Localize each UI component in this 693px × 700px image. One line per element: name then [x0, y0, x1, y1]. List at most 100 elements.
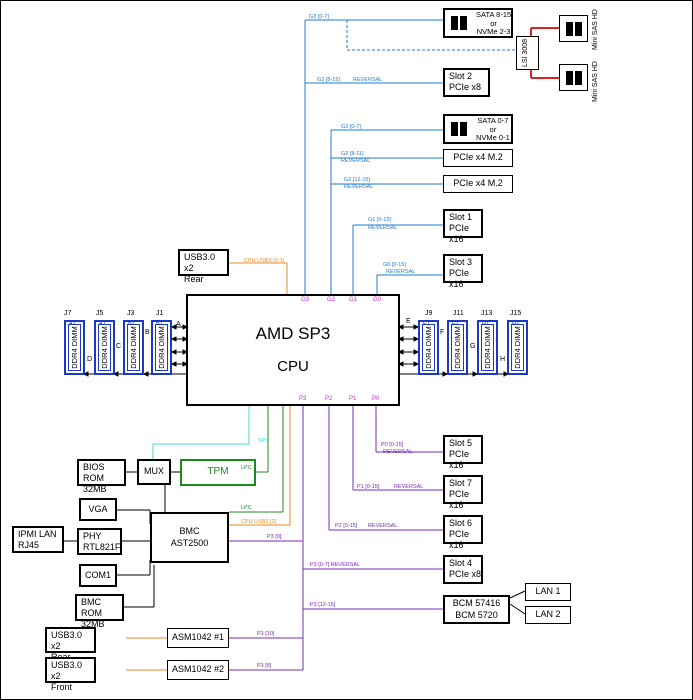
- slot-5-line2: PCIe x16: [449, 448, 470, 470]
- cpu-port-g2: G2: [327, 297, 336, 303]
- ipmi-lan-block: IPMI LAN RJ45: [12, 526, 64, 553]
- bus-g1-reversal: REVERSAL: [368, 225, 398, 231]
- cpu-port-p3: P3: [299, 396, 307, 402]
- bus-p3-10: P3 [10]: [257, 631, 275, 637]
- ipmi-line2: RJ45: [18, 539, 40, 550]
- bus-g2-12-15: G2 [12-15]: [344, 177, 370, 183]
- slot-7-block: Slot 7 PCIe x16: [443, 475, 483, 510]
- dimm-slot-label: H1: [482, 321, 490, 327]
- usb-rear-line1: USB3.0 x2: [51, 630, 83, 651]
- bmc-rom-line2: 32MB: [81, 618, 105, 629]
- com1-label: COM1: [84, 569, 111, 580]
- asm1042-1-block: ASM1042 #1: [167, 628, 229, 648]
- dimm-j3-label: J3: [127, 310, 135, 317]
- bus-p2: P2 [0-15]: [335, 523, 358, 529]
- sata-top-line3: NVMe 2-3: [476, 27, 511, 37]
- channel-g-label: G: [470, 343, 476, 350]
- bus-g2-8-11: G2 [8-11]: [341, 151, 364, 157]
- lan-1-label: LAN 1: [535, 586, 561, 597]
- bus-g1: G1 [0-15]: [368, 217, 391, 223]
- sata-mid-line3: NVMe 0-1: [476, 133, 510, 143]
- bus-spi: SPI: [258, 438, 267, 444]
- bus-p3-0-7: P3 [0-7] REVERSAL: [310, 562, 361, 568]
- dimm-text: DDR4 DIMM: [483, 326, 492, 369]
- bcm-line1: BCM 57416: [452, 598, 501, 609]
- slot-6-block: Slot 6 PCIe x16: [443, 515, 483, 550]
- bus-lpc-tpm: LPC: [241, 465, 252, 471]
- sata-8-15-block: SATA 8-15 or NVMe 2-3: [443, 8, 513, 38]
- sata-mid-line2: or: [489, 124, 497, 134]
- bmc-line1: BMC: [179, 526, 200, 537]
- cpu-port-p0: P0: [372, 396, 380, 402]
- usb-front-block: USB3.0 x2 Front: [45, 657, 96, 692]
- ipmi-line1: IPMI LAN: [18, 529, 57, 539]
- slot-1-line2: PCIe x16: [449, 222, 470, 244]
- dimm-j1-label: J1: [156, 310, 164, 317]
- sata-top-line2: or: [490, 18, 497, 28]
- sata-connector-icon: [451, 16, 458, 30]
- asm1042-2-block: ASM1042 #2: [167, 660, 229, 680]
- slot-7-line1: Slot 7: [449, 478, 473, 488]
- asm2-label: ASM1042 #2: [171, 664, 225, 675]
- slot-5-line1: Slot 5: [449, 438, 473, 448]
- dimm-slot-label: B2: [128, 321, 135, 327]
- channel-b-label: B: [145, 329, 150, 336]
- phy-line1: PHY: [83, 531, 102, 541]
- dimm-slot-label: H2: [512, 321, 520, 327]
- bios-line1: BIOS ROM: [83, 462, 105, 483]
- cpu-subtitle: CPU: [277, 358, 309, 376]
- bus-p3-9: P3 [9]: [267, 534, 282, 540]
- bmc-rom-line1: BMC ROM: [81, 597, 102, 618]
- cpu-port-p2: P2: [325, 396, 333, 402]
- sas-connector-icon: [575, 22, 582, 36]
- slot-3-block: Slot 3 PCIe x16: [443, 254, 483, 289]
- dimm-j7-label: J7: [64, 310, 72, 317]
- sas-connector-icon: [566, 22, 573, 36]
- dimm-text: DDR4 DIMM: [129, 326, 138, 369]
- bus-g3-reversal: REVERSAL: [353, 77, 383, 83]
- slot-2-line2: PCIe x8: [449, 81, 482, 92]
- vga-label: VGA: [88, 503, 108, 514]
- bus-p1: P1 [0-15]: [357, 484, 380, 490]
- sata-connector-icon: [460, 122, 467, 136]
- dimm-j5-label: J5: [96, 310, 104, 317]
- dimm-slot-label: A1: [99, 321, 106, 327]
- mini-sas-2-label: Mini SAS HD: [592, 61, 599, 102]
- lsi-label: LSI 3008: [522, 38, 529, 67]
- channel-h-label: H: [500, 356, 506, 363]
- channel-a-label: A: [176, 321, 181, 328]
- phy-line2: RTL821F: [83, 541, 121, 552]
- usb-rear-top-block: USB3.0 x2 Rear: [178, 249, 229, 284]
- cpu-port-g3: G3: [301, 297, 310, 303]
- bus-g0-reversal: REVERSAL: [386, 269, 416, 275]
- sata-connector-icon: [460, 16, 467, 30]
- bus-g0: G0 [0-15]: [383, 262, 406, 268]
- lan-1-port: LAN 1: [525, 583, 571, 601]
- sas-connector-icon: [575, 71, 582, 85]
- dimm-slot-label: E1: [423, 321, 430, 327]
- usb-front-line1: USB3.0 x2: [51, 660, 83, 681]
- sata-0-7-block: SATA 0-7 or NVMe 0-1: [443, 114, 513, 144]
- slot-2-block: Slot 2 PCIe x8: [443, 68, 490, 97]
- usb-rear-top-line1: USB3.0 x2: [184, 252, 216, 273]
- usb-front-line2: Front: [51, 681, 73, 692]
- dimm-text: DDR4 DIMM: [100, 326, 109, 369]
- slot-4-line2: PCIe x8: [449, 568, 482, 579]
- slot-4-block: Slot 4 PCIe x8: [443, 555, 483, 584]
- bus-g2-0-7: G2 [0-7]: [341, 124, 361, 130]
- cpu-title: AMD SP3: [255, 324, 331, 343]
- bus-p3-8: P3 [8]: [257, 663, 272, 669]
- mini-sas-1-label: Mini SAS HD: [592, 9, 599, 50]
- mini-sas-2-block: [559, 64, 588, 91]
- bmc-line2: AST2500: [170, 537, 209, 548]
- slot-6-line1: Slot 6: [449, 518, 473, 528]
- bus-cpu-usb3: CPU USB3 [0-1]: [244, 258, 285, 264]
- slot-3-line1: Slot 3: [449, 257, 473, 267]
- dimm-j15-label: J15: [510, 310, 522, 317]
- bus-p2-reversal: REVERSAL: [368, 523, 398, 529]
